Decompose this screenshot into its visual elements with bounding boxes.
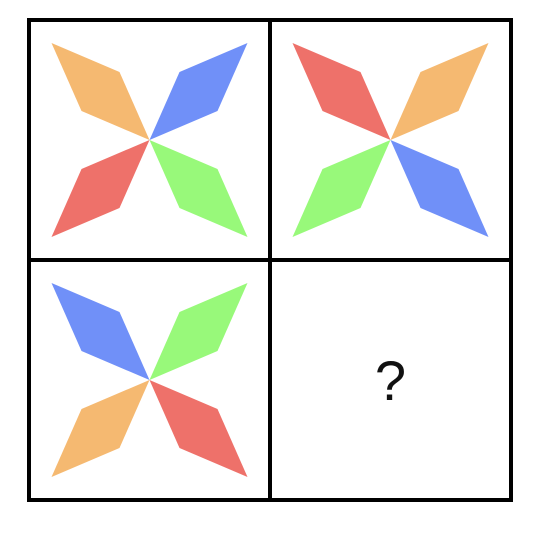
answer-cell[interactable]: ? bbox=[270, 260, 511, 500]
puzzle-cell bbox=[270, 20, 511, 260]
petal-bottom-right-green bbox=[149, 140, 248, 237]
petal-bottom-right-red bbox=[149, 380, 248, 477]
petal-bottom-left-green bbox=[292, 140, 391, 237]
petal-top-right-blue bbox=[149, 43, 248, 140]
question-mark: ? bbox=[375, 349, 406, 412]
cell-background bbox=[270, 260, 511, 500]
petal-top-left-red bbox=[292, 43, 391, 140]
cells-layer: ? bbox=[29, 20, 511, 500]
petal-bottom-left-orange bbox=[51, 380, 150, 477]
petal-bottom-right-blue bbox=[390, 140, 489, 237]
puzzle-cell bbox=[29, 260, 270, 500]
pinwheel bbox=[51, 43, 248, 237]
puzzle-cell bbox=[29, 20, 270, 260]
grid-lines bbox=[27, 18, 513, 502]
petal-top-left-orange bbox=[51, 43, 150, 140]
petal-bottom-left-red bbox=[51, 140, 150, 237]
pinwheel bbox=[292, 43, 489, 237]
pinwheel bbox=[51, 283, 248, 477]
petal-top-left-blue bbox=[51, 283, 150, 380]
petal-top-right-green bbox=[149, 283, 248, 380]
petal-top-right-orange bbox=[390, 43, 489, 140]
